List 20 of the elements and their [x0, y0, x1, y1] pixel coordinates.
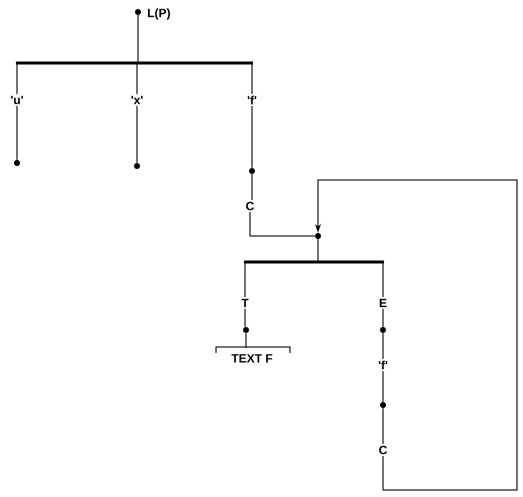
- connector: [382, 408, 384, 445]
- connector: [250, 211, 316, 236]
- node-label: 'x': [131, 96, 143, 104]
- node-label: T: [241, 298, 249, 308]
- node-label: C: [379, 446, 387, 454]
- node-label: 'f': [248, 96, 256, 104]
- connector: [382, 308, 384, 328]
- node-label: C: [246, 202, 254, 210]
- node-label: E: [380, 298, 387, 308]
- connector: [136, 105, 138, 164]
- node-label: 'u': [11, 96, 23, 104]
- node-label: L(P): [148, 8, 170, 20]
- node-label: 'f': [378, 360, 388, 370]
- connector: [382, 332, 384, 360]
- connector: [318, 238, 384, 298]
- connector: [138, 14, 252, 94]
- connector: [382, 370, 384, 402]
- connector: [16, 105, 18, 160]
- node-label: TEXT F: [231, 354, 272, 362]
- connector: [244, 308, 246, 328]
